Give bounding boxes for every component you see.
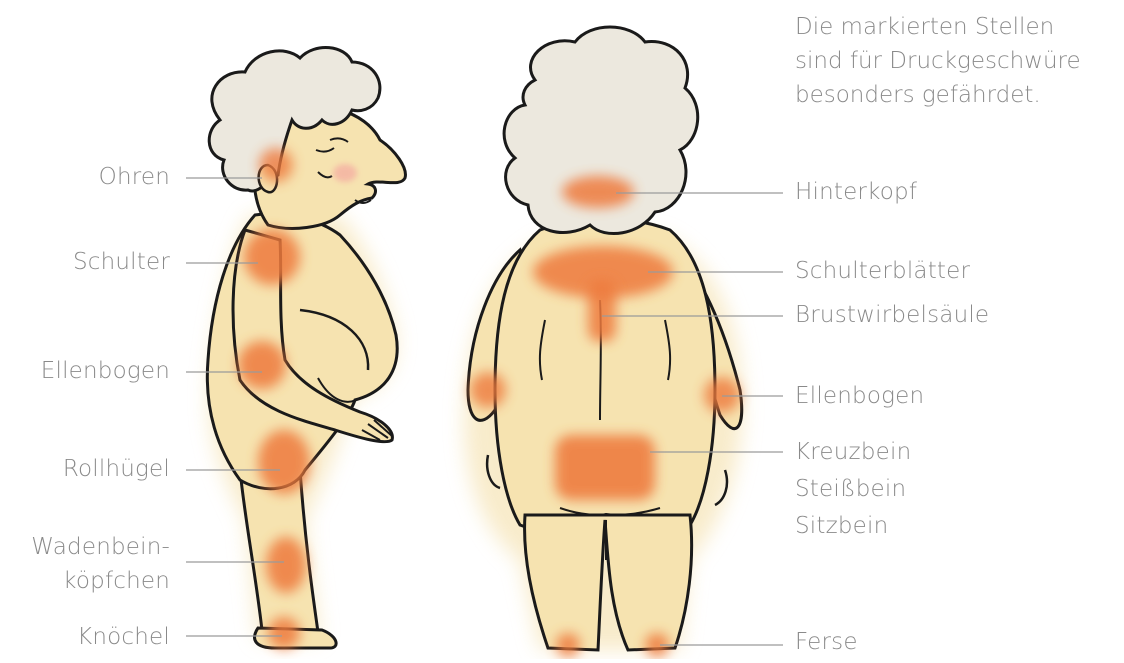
spot-ferse-left: [556, 633, 580, 657]
spot-ellenbogen-right: [704, 377, 740, 413]
label-schulterblaetter: Schulterblätter: [795, 256, 970, 286]
label-ohren: Ohren: [99, 162, 170, 192]
label-kreuz-steiss-sitzbein: Kreuzbein Steißbein Sitzbein: [795, 434, 911, 545]
spot-kreuzbein: [555, 435, 655, 500]
caption-line-2: sind für Druckgeschwüre: [795, 44, 1081, 78]
back-view-figure: [464, 27, 742, 657]
label-steissbein: Steißbein: [795, 471, 911, 508]
caption-line-1: Die markierten Stellen: [795, 10, 1081, 44]
label-brustwirbelsaeule: Brustwirbelsäule: [795, 300, 989, 330]
label-ellenbogen-back: Ellenbogen: [795, 381, 924, 411]
spot-hinterkopf: [562, 176, 634, 208]
label-wadenbein-line2: köpfchen: [31, 564, 170, 598]
label-schulter: Schulter: [73, 247, 170, 277]
label-ellenbogen-side: Ellenbogen: [41, 356, 170, 386]
side-view-figure: [207, 47, 405, 649]
label-kreuzbein: Kreuzbein: [795, 434, 911, 471]
spot-ohren: [259, 148, 293, 182]
spot-rollhuegel: [258, 430, 310, 494]
label-hinterkopf: Hinterkopf: [795, 177, 917, 207]
spot-brustwirbelsaeule: [588, 280, 616, 342]
label-knoechel: Knöchel: [77, 622, 170, 652]
caption: Die markierten Stellen sind für Druckges…: [795, 10, 1081, 112]
label-sitzbein: Sitzbein: [795, 508, 911, 545]
spot-knoechel: [268, 617, 300, 649]
label-ferse: Ferse: [795, 627, 858, 657]
label-wadenbein-line1: Wadenbein-: [31, 530, 170, 564]
spot-wadenbein: [266, 537, 306, 593]
spot-ellenbogen-left: [470, 372, 506, 408]
label-rollhuegel: Rollhügel: [63, 454, 170, 484]
spot-schulter: [244, 229, 300, 285]
caption-line-3: besonders gefährdet.: [795, 78, 1081, 112]
spot-ellenbogen: [238, 341, 286, 389]
label-wadenbeinkoepfchen: Wadenbein- köpfchen: [31, 530, 170, 598]
